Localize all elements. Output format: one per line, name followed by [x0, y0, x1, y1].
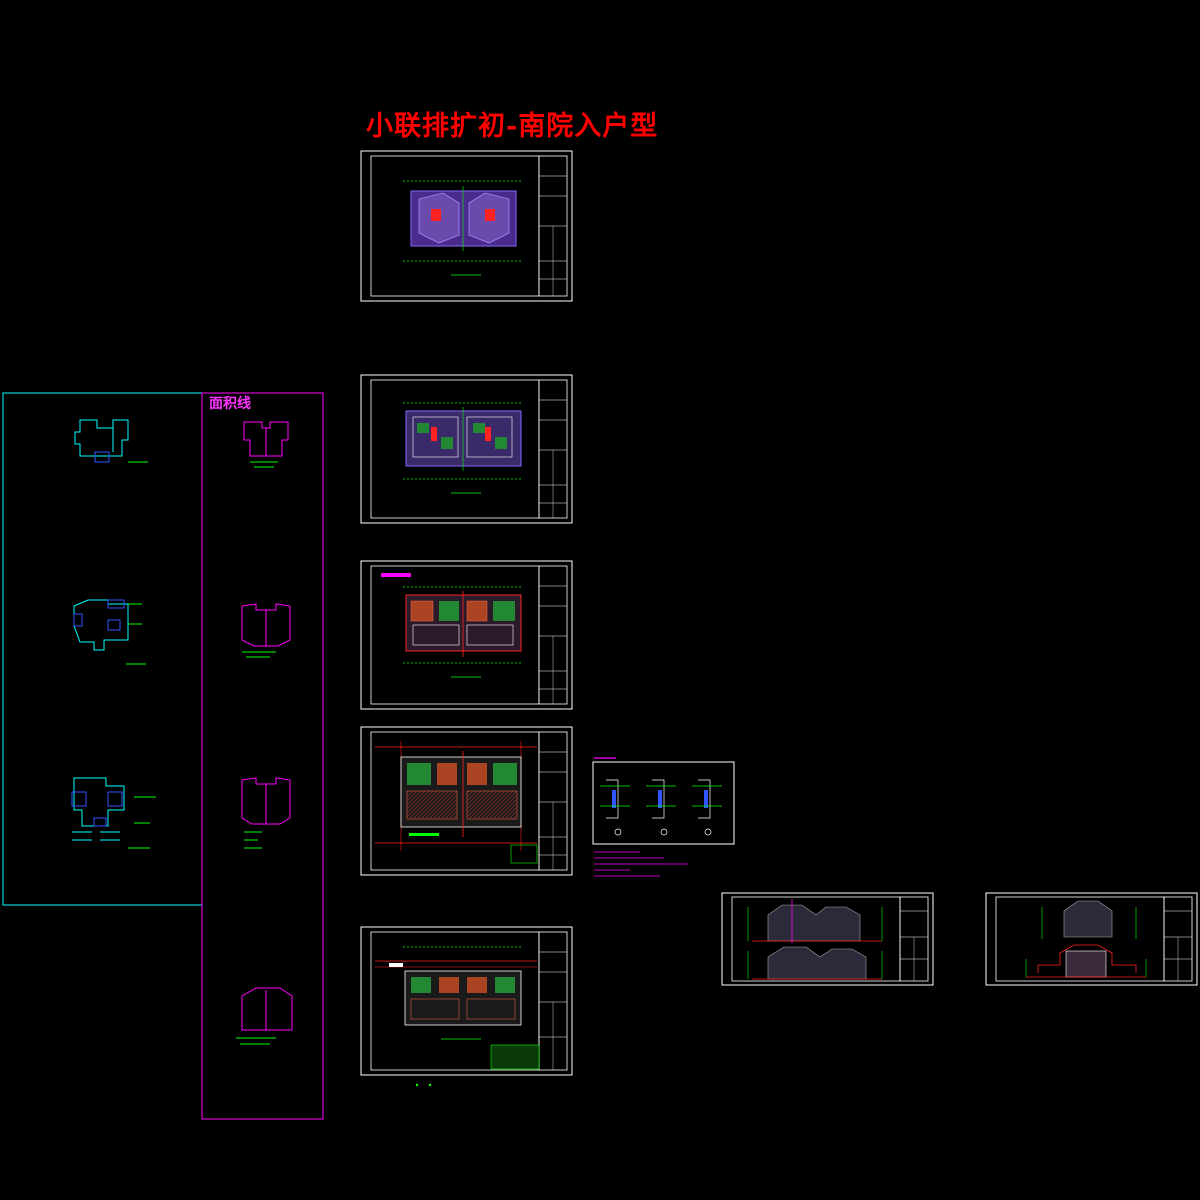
area-outline-2 — [241, 603, 291, 658]
sheet-roof-plan[interactable] — [360, 150, 573, 302]
area-outline-3 — [241, 777, 291, 849]
sheet-floor-plan-3[interactable] — [360, 726, 573, 876]
magenta-area-frame — [201, 392, 324, 1120]
title-block-table — [538, 565, 568, 705]
unit-outline-2 — [73, 599, 146, 665]
section-drawing — [600, 779, 722, 836]
sheet-floor-plan-1[interactable] — [360, 374, 573, 524]
cyan-area-frame — [2, 392, 203, 906]
unit-outline-3 — [71, 777, 156, 849]
floor-plan-drawing — [381, 573, 522, 678]
title-block-table — [538, 379, 568, 519]
sheet-wall-details[interactable] — [592, 757, 735, 877]
title-block-table — [899, 896, 929, 982]
section-drawing — [1025, 900, 1147, 978]
unit-outline-1 — [74, 419, 148, 463]
drawing-title: 小联排扩初-南院入户型 — [366, 111, 659, 142]
title-block-table — [538, 731, 568, 871]
title-block-table — [538, 155, 568, 297]
sheet-floor-plan-4[interactable] — [360, 926, 573, 1076]
floor-plan-drawing — [403, 402, 522, 494]
detail-notes — [594, 851, 688, 877]
floor-plan-drawing — [375, 946, 540, 1070]
elevation-drawing — [747, 899, 883, 980]
area-outline-1 — [243, 421, 289, 468]
sheet-elevations[interactable] — [721, 892, 934, 986]
title-block-table — [538, 931, 568, 1071]
marker-dot — [415, 1083, 419, 1087]
sheet-floor-plan-2[interactable] — [360, 560, 573, 710]
sheet-sections[interactable] — [985, 892, 1198, 986]
marker-dot — [428, 1083, 432, 1087]
title-block-table — [1163, 896, 1193, 982]
floor-plan-drawing — [403, 180, 521, 276]
area-line-label: 面积线 — [209, 396, 251, 412]
area-outline-4 — [236, 987, 293, 1045]
floor-plan-drawing — [375, 741, 538, 864]
